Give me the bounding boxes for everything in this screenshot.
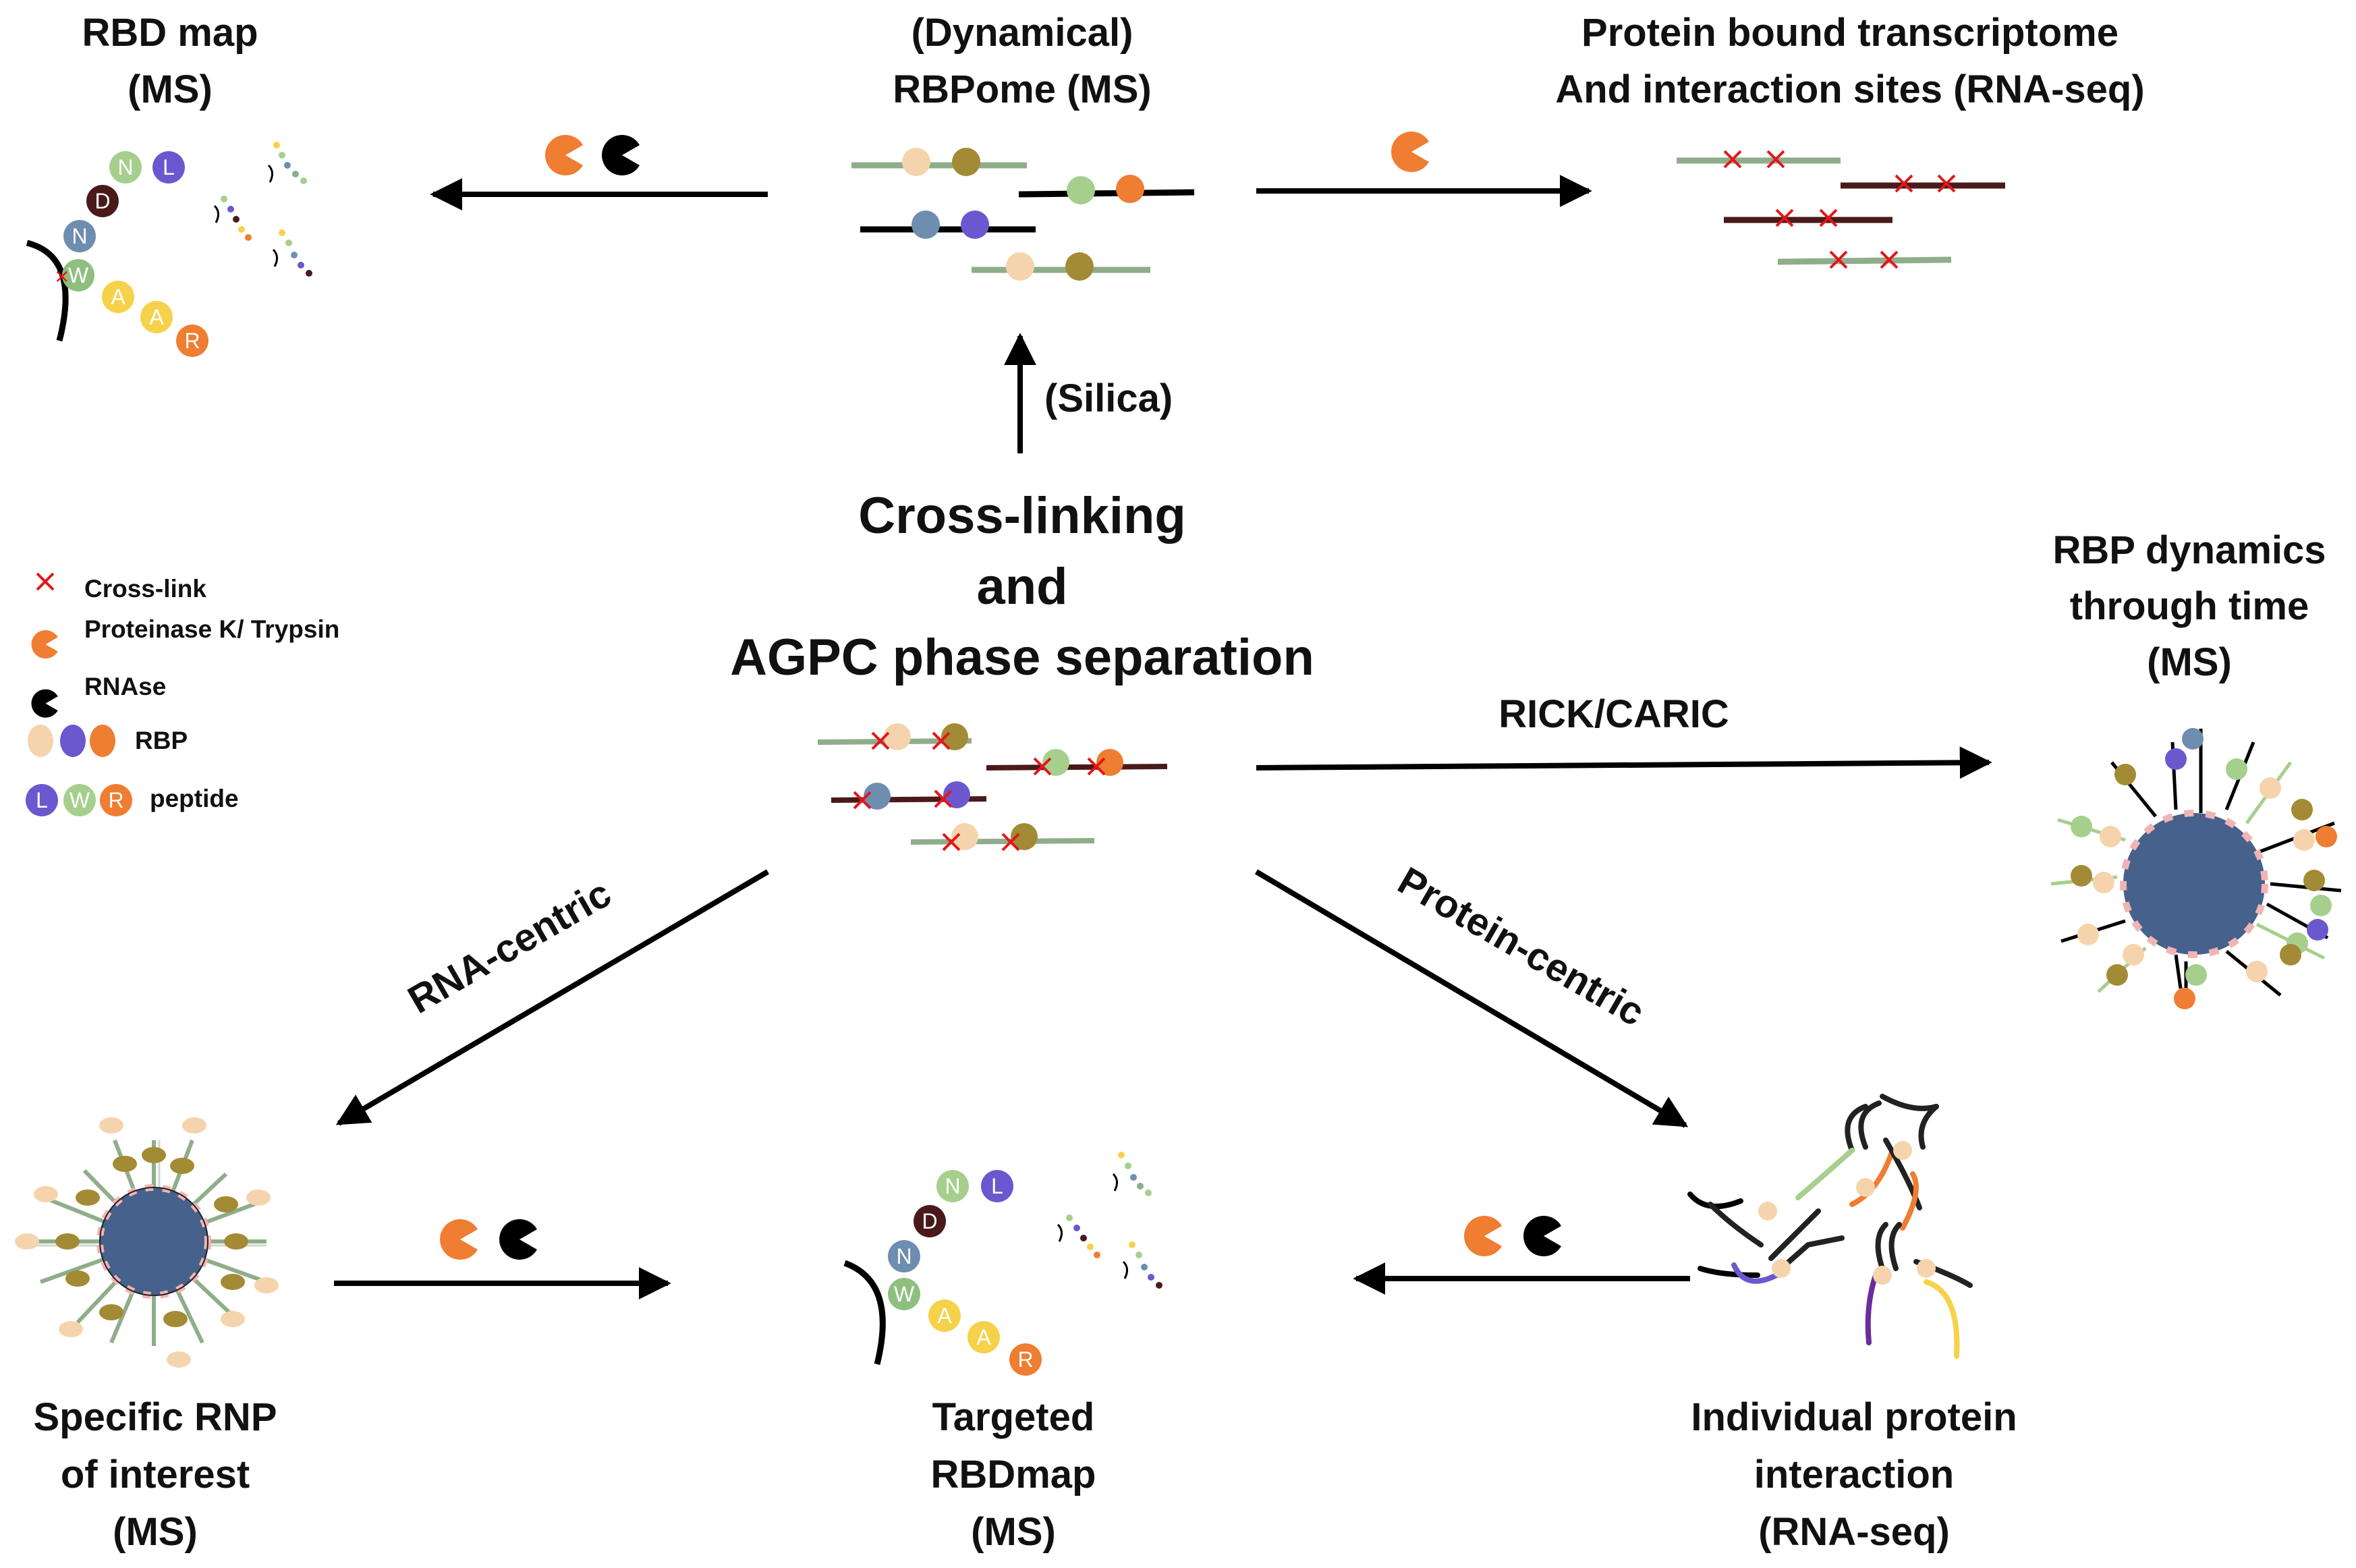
transcriptome-illustration: [1677, 150, 2005, 269]
rbp-icon: [28, 725, 115, 757]
individual-protein-label-line-1: Individual protein: [1691, 1395, 2017, 1439]
rnase-icon: [499, 1219, 537, 1260]
specific-rnp-label-line-1: Specific RNP: [34, 1395, 277, 1439]
legend-cross-link-label: Cross-link: [84, 575, 206, 603]
targeted-rbdmap-label-line-1: Targeted: [932, 1395, 1095, 1439]
transcriptome-label: Protein bound transcriptome And interact…: [1555, 11, 2144, 111]
rick-caric-label: RICK/CARIC: [1498, 692, 1729, 736]
rbd-map-label-line-2: (MS): [128, 67, 213, 111]
proteinase-icon: [1391, 132, 1429, 172]
targeted-rbdmap-illustration: N L D N W A A R: [843, 1152, 1162, 1376]
targeted-rbdmap-label: Targeted RBDmap (MS): [931, 1395, 1096, 1554]
proteinase-icon: [31, 630, 58, 659]
specific-rnp-label-line-2: of interest: [61, 1453, 250, 1496]
rnase-icon: [602, 135, 640, 175]
peptide-letter: R: [184, 329, 200, 353]
peptide-letter: N: [896, 1244, 911, 1268]
rbp-dynamics-label-line-1: RBP dynamics: [2052, 528, 2326, 572]
legend: Cross-link Proteinase K/ Trypsin RNAse R…: [26, 572, 339, 816]
rbpome-label-line-2: RBPome (MS): [893, 67, 1151, 111]
cross-link-icon: [36, 572, 55, 591]
individual-protein-label: Individual protein interaction (RNA-seq): [1691, 1395, 2017, 1554]
peptide-letter: L: [36, 788, 48, 812]
proteinase-icon: [1464, 1216, 1502, 1256]
arrow-center-to-rbp-dynamics: [1256, 746, 1992, 779]
legend-rnase-label: RNAse: [84, 673, 166, 700]
rbpome-label-line-1: (Dynamical): [911, 11, 1133, 55]
legend-rbp-label: RBP: [135, 727, 188, 754]
peptide-letter: N: [945, 1174, 960, 1198]
peptide-letter: N: [72, 224, 87, 248]
targeted-rbdmap-label-line-3: (MS): [971, 1510, 1056, 1554]
legend-peptide-label: peptide: [150, 785, 239, 812]
specific-rnp-label-line-3: (MS): [113, 1510, 198, 1554]
silica-label: (Silica): [1044, 376, 1173, 420]
rbd-map-label-line-1: RBD map: [82, 11, 258, 55]
peptide-letter: A: [976, 1325, 991, 1349]
peptide-letter: L: [163, 155, 175, 179]
center-title-line-3: AGPC phase separation: [730, 629, 1314, 686]
proteinase-icon: [440, 1219, 478, 1260]
peptide-letter: D: [94, 189, 110, 213]
peptide-letter: W: [894, 1282, 915, 1306]
center-title-line-1: Cross-linking: [858, 487, 1186, 544]
crosslink-illustration: [817, 723, 1168, 851]
rbd-map-illustration: N L D N W A A R: [26, 142, 312, 357]
rbpome-illustration: [851, 148, 1195, 281]
transcriptome-label-line-1: Protein bound transcriptome: [1581, 11, 2119, 55]
peptide-letter: A: [149, 305, 164, 329]
rbpome-label: (Dynamical) RBPome (MS): [893, 11, 1151, 111]
transcriptome-label-line-2: And interaction sites (RNA-seq): [1555, 67, 2144, 111]
individual-protein-label-line-2: interaction: [1754, 1453, 1955, 1496]
peptide-icon: L W R: [26, 784, 132, 816]
legend-proteinase-label: Proteinase K/ Trypsin: [84, 615, 339, 643]
rnase-icon: [1523, 1216, 1561, 1256]
rbp-dynamics-label-line-2: through time: [2070, 584, 2309, 628]
individual-protein-label-line-3: (RNA-seq): [1758, 1510, 1950, 1554]
peptide-letter: W: [69, 788, 90, 812]
specific-rnp-bead: [15, 1117, 279, 1368]
peptide-letter: A: [937, 1304, 952, 1328]
rnase-icon: [31, 689, 58, 718]
arrows: [334, 175, 1992, 1299]
rbp-dynamics-bead: [2050, 728, 2342, 1009]
arrow-center-to-individual-protein: [1254, 869, 1689, 1128]
specific-rnp-label: Specific RNP of interest (MS): [34, 1395, 277, 1554]
peptide-letter: N: [117, 155, 133, 179]
targeted-rbdmap-label-line-2: RBDmap: [931, 1453, 1096, 1496]
peptide-letter: D: [922, 1209, 937, 1233]
protein-centric-label: Protein-centric: [1391, 859, 1652, 1035]
antibody-illustration: [1687, 1094, 1973, 1359]
peptide-letter: A: [111, 285, 125, 309]
rbp-dynamics-label: RBP dynamics through time (MS): [2052, 528, 2326, 684]
proteinase-icon: [545, 135, 583, 175]
peptide-letter: W: [68, 263, 89, 287]
center-title: Cross-linking and AGPC phase separation: [730, 487, 1314, 686]
rbd-map-label: RBD map (MS): [82, 11, 258, 111]
peptide-letter: R: [108, 788, 123, 812]
arrow-center-to-specific-rnp: [335, 869, 770, 1126]
peptide-letter: L: [991, 1174, 1003, 1198]
peptide-letter: R: [1017, 1347, 1033, 1372]
rbp-dynamics-label-line-3: (MS): [2147, 640, 2232, 684]
center-title-line-2: and: [976, 558, 1067, 615]
rna-centric-label: RNA-centric: [401, 871, 619, 1022]
